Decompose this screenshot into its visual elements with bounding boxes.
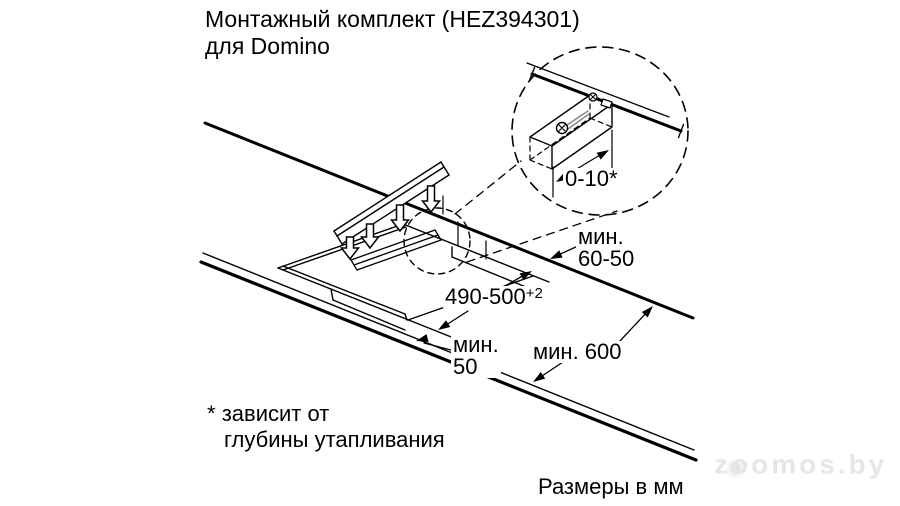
cutout-depth-label: 490-500+2 [443,286,545,308]
back-clearance-label: мин. 60-50 [576,224,637,271]
screw-shaft [566,110,590,130]
arrowhead-worktop-back [641,306,653,318]
footnote-line2: глубины утапливания [224,427,445,452]
detail-source-circle [403,207,471,275]
page-title-line1: Монтажный комплект (HEZ394301) [205,6,580,32]
arrowhead-back-clearance [550,250,563,259]
insert-arrow-2 [359,223,381,250]
page-title: Монтажный комплект (HEZ394301) для Domin… [205,6,580,60]
page-title-line2: для Domino [205,33,330,59]
detail-circle [511,46,689,216]
dimension-arrows [416,245,653,382]
detail-callout [403,160,618,275]
back-clearance-value: 60-50 [578,246,635,271]
worktop-back-edge [203,121,695,320]
detail-leader-top [454,160,522,215]
front-clearance-value: 50 [453,354,478,379]
arrowhead-front-clearance [416,334,429,342]
clip-tab-icon [600,98,613,109]
insert-arrows [339,185,442,261]
watermark: zoomos.by [714,449,888,480]
worktop-depth-label: мин. 600 [531,339,624,364]
rail-edge-1 [333,161,442,232]
back-clearance-word: мин. [578,224,624,249]
cutout-depth-value: 490-500 [445,284,526,309]
cutout-depth-lines [330,246,527,331]
worktop-front-edge-top [202,252,695,451]
installed-strip-lines [350,229,442,271]
insert-arrow-1 [339,236,361,261]
screw-icon [555,110,590,135]
cutout-left-edge [277,223,404,269]
cutout-back-edge [402,223,550,283]
detail-rail-box [529,94,613,170]
footnote-row1: * зависит от [207,401,445,427]
rail-edge-2 [336,166,445,237]
cutout-outline [277,195,550,357]
insert-arrow-3 [389,204,411,233]
cutout-front-rim [282,265,406,315]
arrowhead-depth-lower [438,320,451,330]
worktop-front-edge-bottom [199,260,698,462]
detail-dimension-label: 0-10* [563,166,620,191]
footnote-marker: * [207,401,216,426]
units-note: Размеры в мм [538,474,684,499]
detail-arrowhead-up [596,150,609,160]
insert-arrow-4 [420,185,442,214]
detail-rail-solid-edges [529,94,613,170]
top-screw-cross [590,94,596,100]
installed-strip-caps [350,229,442,271]
rail-end-caps [333,161,450,245]
fastener-icons [588,92,613,109]
arrowhead-depth-upper [519,271,532,281]
cutout-front-corner-tick [404,313,408,321]
cutout-depth-tolerance: +2 [525,285,543,302]
installed-strip [350,229,442,271]
detail-leader-bottom [466,210,618,263]
detail-edge-ticks [528,66,685,139]
screw-cross [558,124,566,132]
front-clearance-label: мин. 50 [451,334,501,378]
front-clearance-word: мин. [453,332,499,357]
worktop-edges [199,121,698,462]
detail-worktop-top-line [526,62,670,118]
footnote-line1: зависит от [221,401,330,426]
footnote: * зависит от глубины утапливания [207,401,445,453]
arrowhead-worktop-front [533,372,546,382]
watermark-dot [729,462,742,475]
detail-rail-hidden-edges [529,94,613,170]
